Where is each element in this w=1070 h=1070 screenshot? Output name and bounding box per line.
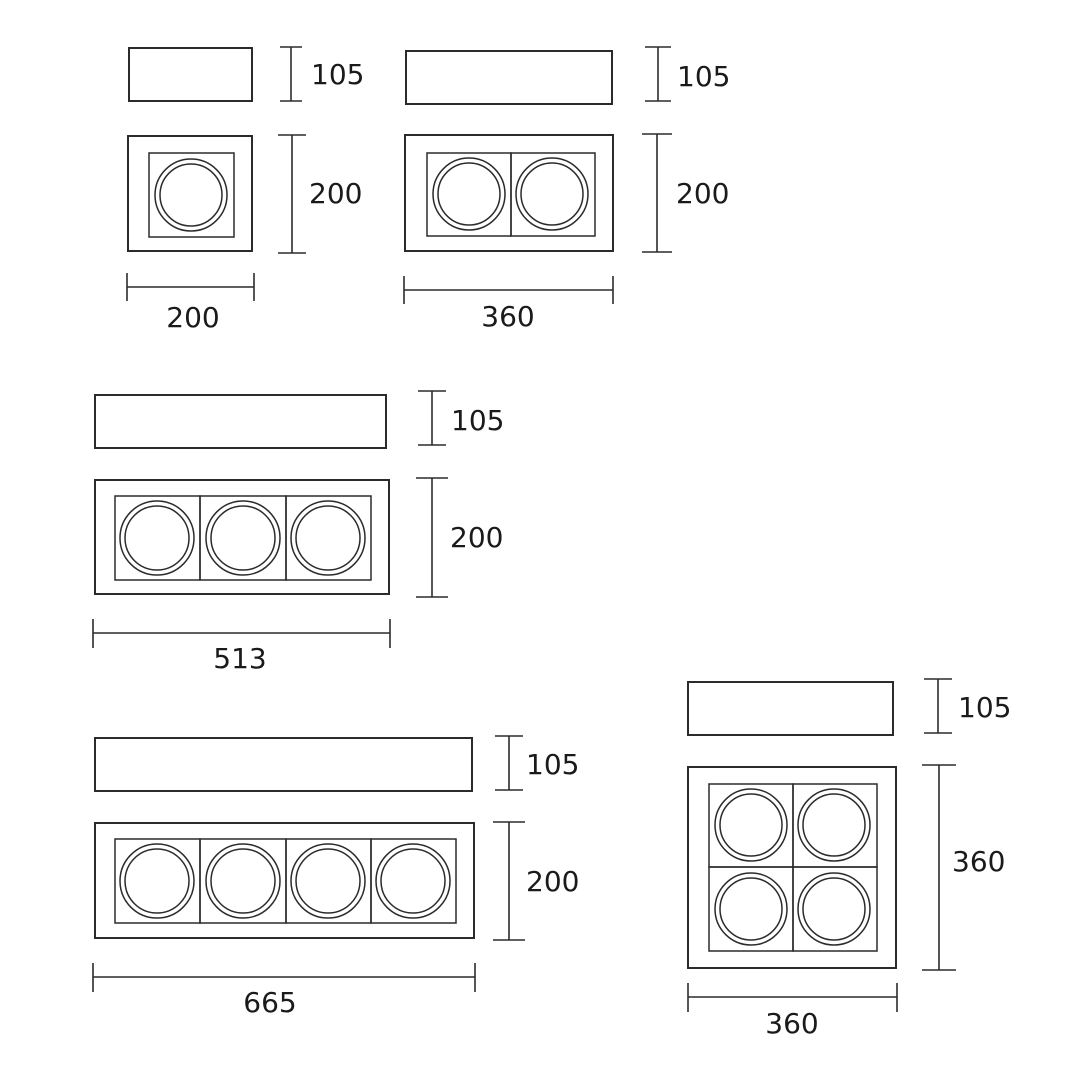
width-label-triple: 513 xyxy=(213,642,266,675)
lamp-inner-ring xyxy=(124,505,190,571)
housing-outline xyxy=(94,479,390,595)
lamp-inner-ring xyxy=(802,877,866,941)
lamp-inner-ring xyxy=(210,505,276,571)
lamp-outer-ring xyxy=(797,788,871,862)
side-view-triple xyxy=(94,394,387,449)
unit-double: 105 200 360 xyxy=(403,46,730,333)
module-frame xyxy=(708,866,794,952)
lamp-inner-ring xyxy=(719,877,783,941)
depth-label-square-quad: 360 xyxy=(952,845,1005,878)
lamp-inner-ring xyxy=(437,162,501,226)
height-label-double: 105 xyxy=(677,60,730,93)
lamp-inner-ring xyxy=(295,848,361,914)
lamp-outer-ring xyxy=(432,157,506,231)
housing-outline xyxy=(687,766,897,969)
height-dimension-square-quad: 105 xyxy=(924,678,1011,734)
lamp-outer-ring xyxy=(714,872,788,946)
side-view-double xyxy=(405,50,613,105)
lamp-inner-ring xyxy=(295,505,361,571)
height-label-square-quad: 105 xyxy=(958,691,1011,724)
side-view-single xyxy=(128,47,253,102)
lamp-inner-ring xyxy=(802,793,866,857)
side-view-square-quad xyxy=(687,681,894,736)
module-frame xyxy=(708,783,794,868)
lamp-outer-ring xyxy=(119,843,195,919)
width-label-square-quad: 360 xyxy=(765,1007,818,1040)
lamp-outer-ring xyxy=(154,158,228,232)
lamp-outer-ring xyxy=(515,157,589,231)
depth-dimension-single: 200 xyxy=(278,134,362,254)
module-frame xyxy=(114,495,201,581)
unit-quad: 105 200 665 xyxy=(92,735,579,1019)
lamp-outer-ring xyxy=(797,872,871,946)
unit-single: 105 200 200 xyxy=(126,46,364,334)
lamp-outer-ring xyxy=(205,843,281,919)
width-label-double: 360 xyxy=(481,300,534,333)
height-label-quad: 105 xyxy=(526,748,579,781)
module-frame xyxy=(510,152,596,237)
module-frame xyxy=(426,152,512,237)
lamp-outer-ring xyxy=(119,500,195,576)
depth-label-single: 200 xyxy=(309,177,362,210)
module-frame xyxy=(285,838,372,924)
housing-outline xyxy=(94,822,475,939)
depth-dimension-triple: 200 xyxy=(416,477,503,598)
width-label-single: 200 xyxy=(166,301,219,334)
height-label-triple: 105 xyxy=(451,404,504,437)
top-view-single xyxy=(127,135,253,252)
height-label-single: 105 xyxy=(311,58,364,91)
width-label-quad: 665 xyxy=(243,986,296,1019)
lamp-inner-ring xyxy=(159,163,223,227)
depth-label-double: 200 xyxy=(676,177,729,210)
module-frame xyxy=(370,838,457,924)
depth-label-triple: 200 xyxy=(450,521,503,554)
top-view-triple xyxy=(94,479,390,595)
lamp-inner-ring xyxy=(719,793,783,857)
lamp-outer-ring xyxy=(375,843,451,919)
module-frame xyxy=(285,495,372,581)
module-frame xyxy=(792,866,878,952)
module-frame xyxy=(199,838,287,924)
unit-triple: 105 200 513 xyxy=(92,390,504,675)
height-dimension-quad: 105 xyxy=(495,735,579,791)
unit-square-quad: 105 360 360 xyxy=(687,678,1011,1040)
width-dimension-triple: 513 xyxy=(92,619,391,675)
width-dimension-square-quad: 360 xyxy=(687,983,898,1040)
height-dimension-single: 105 xyxy=(280,46,364,102)
housing-outline xyxy=(404,134,614,252)
width-dimension-single: 200 xyxy=(126,273,255,334)
side-view-quad xyxy=(94,737,473,792)
top-view-double xyxy=(404,134,614,252)
height-dimension-double: 105 xyxy=(645,46,730,102)
housing-outline xyxy=(127,135,253,252)
height-dimension-triple: 105 xyxy=(418,390,504,446)
module-frame xyxy=(148,152,235,238)
lamp-inner-ring xyxy=(520,162,584,226)
top-view-square-quad xyxy=(687,766,897,969)
lamp-outer-ring xyxy=(290,500,366,576)
lamp-inner-ring xyxy=(210,848,276,914)
lamp-inner-ring xyxy=(124,848,190,914)
depth-dimension-double: 200 xyxy=(642,133,729,253)
lamp-outer-ring xyxy=(290,843,366,919)
module-frame xyxy=(199,495,287,581)
lamp-inner-ring xyxy=(380,848,446,914)
width-dimension-quad: 665 xyxy=(92,963,476,1019)
depth-label-quad: 200 xyxy=(526,865,579,898)
module-frame xyxy=(114,838,201,924)
depth-dimension-square-quad: 360 xyxy=(922,764,1005,971)
depth-dimension-quad: 200 xyxy=(493,821,579,941)
width-dimension-double: 360 xyxy=(403,276,614,333)
top-view-quad xyxy=(94,822,475,939)
lamp-outer-ring xyxy=(714,788,788,862)
lamp-outer-ring xyxy=(205,500,281,576)
